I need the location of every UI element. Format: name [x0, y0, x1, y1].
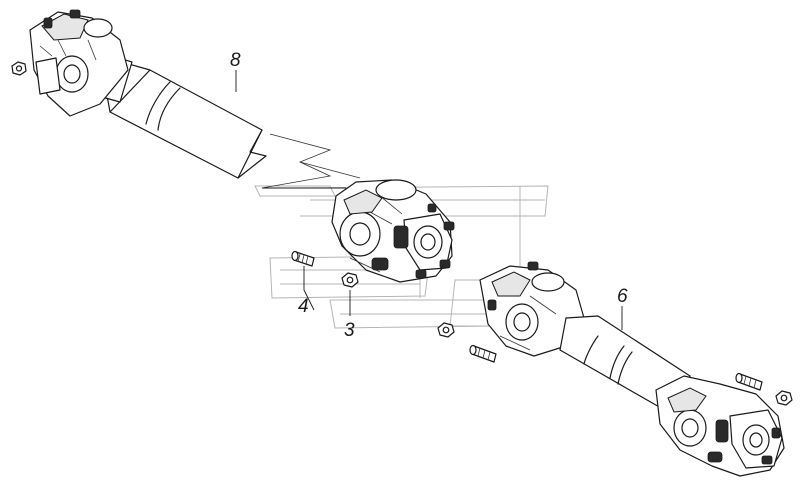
nut-icon	[11, 61, 27, 76]
bolt-icon	[291, 250, 315, 267]
callout-nut: 3	[344, 320, 355, 341]
bolt-icon	[469, 344, 497, 363]
bolt-icon	[735, 372, 763, 391]
callout-shaft-front: 8	[230, 50, 241, 71]
shaft-break-section	[261, 133, 361, 189]
nut-icon	[775, 390, 793, 406]
callout-bolt: 4	[298, 296, 309, 317]
callout-shaft-rear: 6	[617, 286, 628, 307]
front-universal-joint	[29, 9, 129, 117]
stud-icon	[415, 203, 455, 279]
rear-end-universal-joint	[655, 375, 785, 477]
leader-lines	[235, 70, 623, 330]
rear-universal-joint	[479, 261, 585, 357]
nut-icon	[437, 322, 455, 338]
center-universal-joint	[331, 179, 455, 283]
nut-icon	[341, 272, 359, 288]
